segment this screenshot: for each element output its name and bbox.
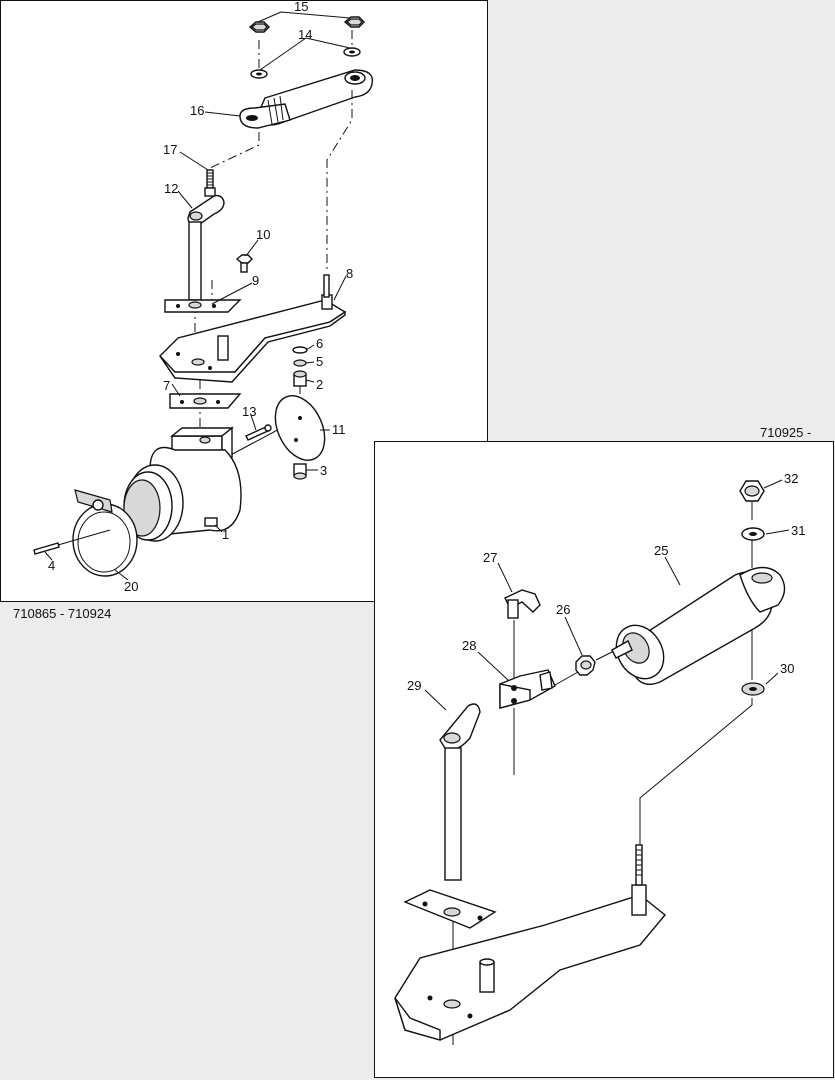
part-4-pin [33,529,111,555]
callout-2: 2 [316,377,323,392]
part-10-bolt [235,254,253,273]
callout-26: 26 [556,602,570,617]
part-29-arm [439,703,481,881]
callout-11: 11 [332,422,346,437]
part-13-pin [245,424,272,441]
callout-8: 8 [346,266,353,281]
callout-20: 20 [124,579,138,594]
panel-right-caption: 710925 - [760,425,811,440]
callout-12: 12 [164,181,178,196]
callout-5: 5 [316,354,323,369]
callout-3: 3 [320,463,327,478]
callout-32: 32 [784,471,798,486]
part-1-body [123,426,242,542]
part-26-nut [575,655,596,676]
part-20-clamp [72,489,138,577]
callout-14: 14 [298,27,312,42]
panel-right: 32 31 27 25 26 28 29 30 [374,441,834,1078]
callout-4: 4 [48,558,55,573]
callout-6: 6 [316,336,323,351]
callout-29: 29 [407,678,421,693]
part-14-washers [250,47,361,79]
panel-left: 15 14 16 17 12 10 9 8 6 5 2 7 13 11 3 1 … [0,0,488,602]
callout-25: 25 [654,543,668,558]
part-17-bolt [204,169,216,197]
callout-17: 17 [163,142,177,157]
part-9-plate [164,299,242,313]
part-27-clip [504,589,541,619]
callout-1: 1 [222,527,229,542]
panel-left-caption: 710865 - 710924 [13,606,111,621]
callout-27: 27 [483,550,497,565]
part-30-washer [741,682,765,696]
callout-10: 10 [256,227,270,242]
part-11-disc [274,395,326,461]
callout-13: 13 [242,404,256,419]
callout-28: 28 [462,638,476,653]
part-32-nut [739,480,765,502]
callout-9: 9 [252,273,259,288]
part-8-bracket [159,274,347,383]
part-bracket-assembly [394,844,666,1041]
part-7-plate [169,393,242,409]
callout-31: 31 [791,523,805,538]
part-28-clevis [499,669,556,709]
part-3-bushing [293,463,307,480]
part-25-actuator [611,566,786,685]
part-12-arm [187,194,225,301]
callout-7: 7 [163,378,170,393]
part-15-nuts [248,16,365,33]
callout-16: 16 [190,103,204,118]
part-31-washer [741,527,765,541]
callout-30: 30 [780,661,794,676]
callout-15: 15 [294,0,308,14]
part-16-actuator [239,69,374,129]
